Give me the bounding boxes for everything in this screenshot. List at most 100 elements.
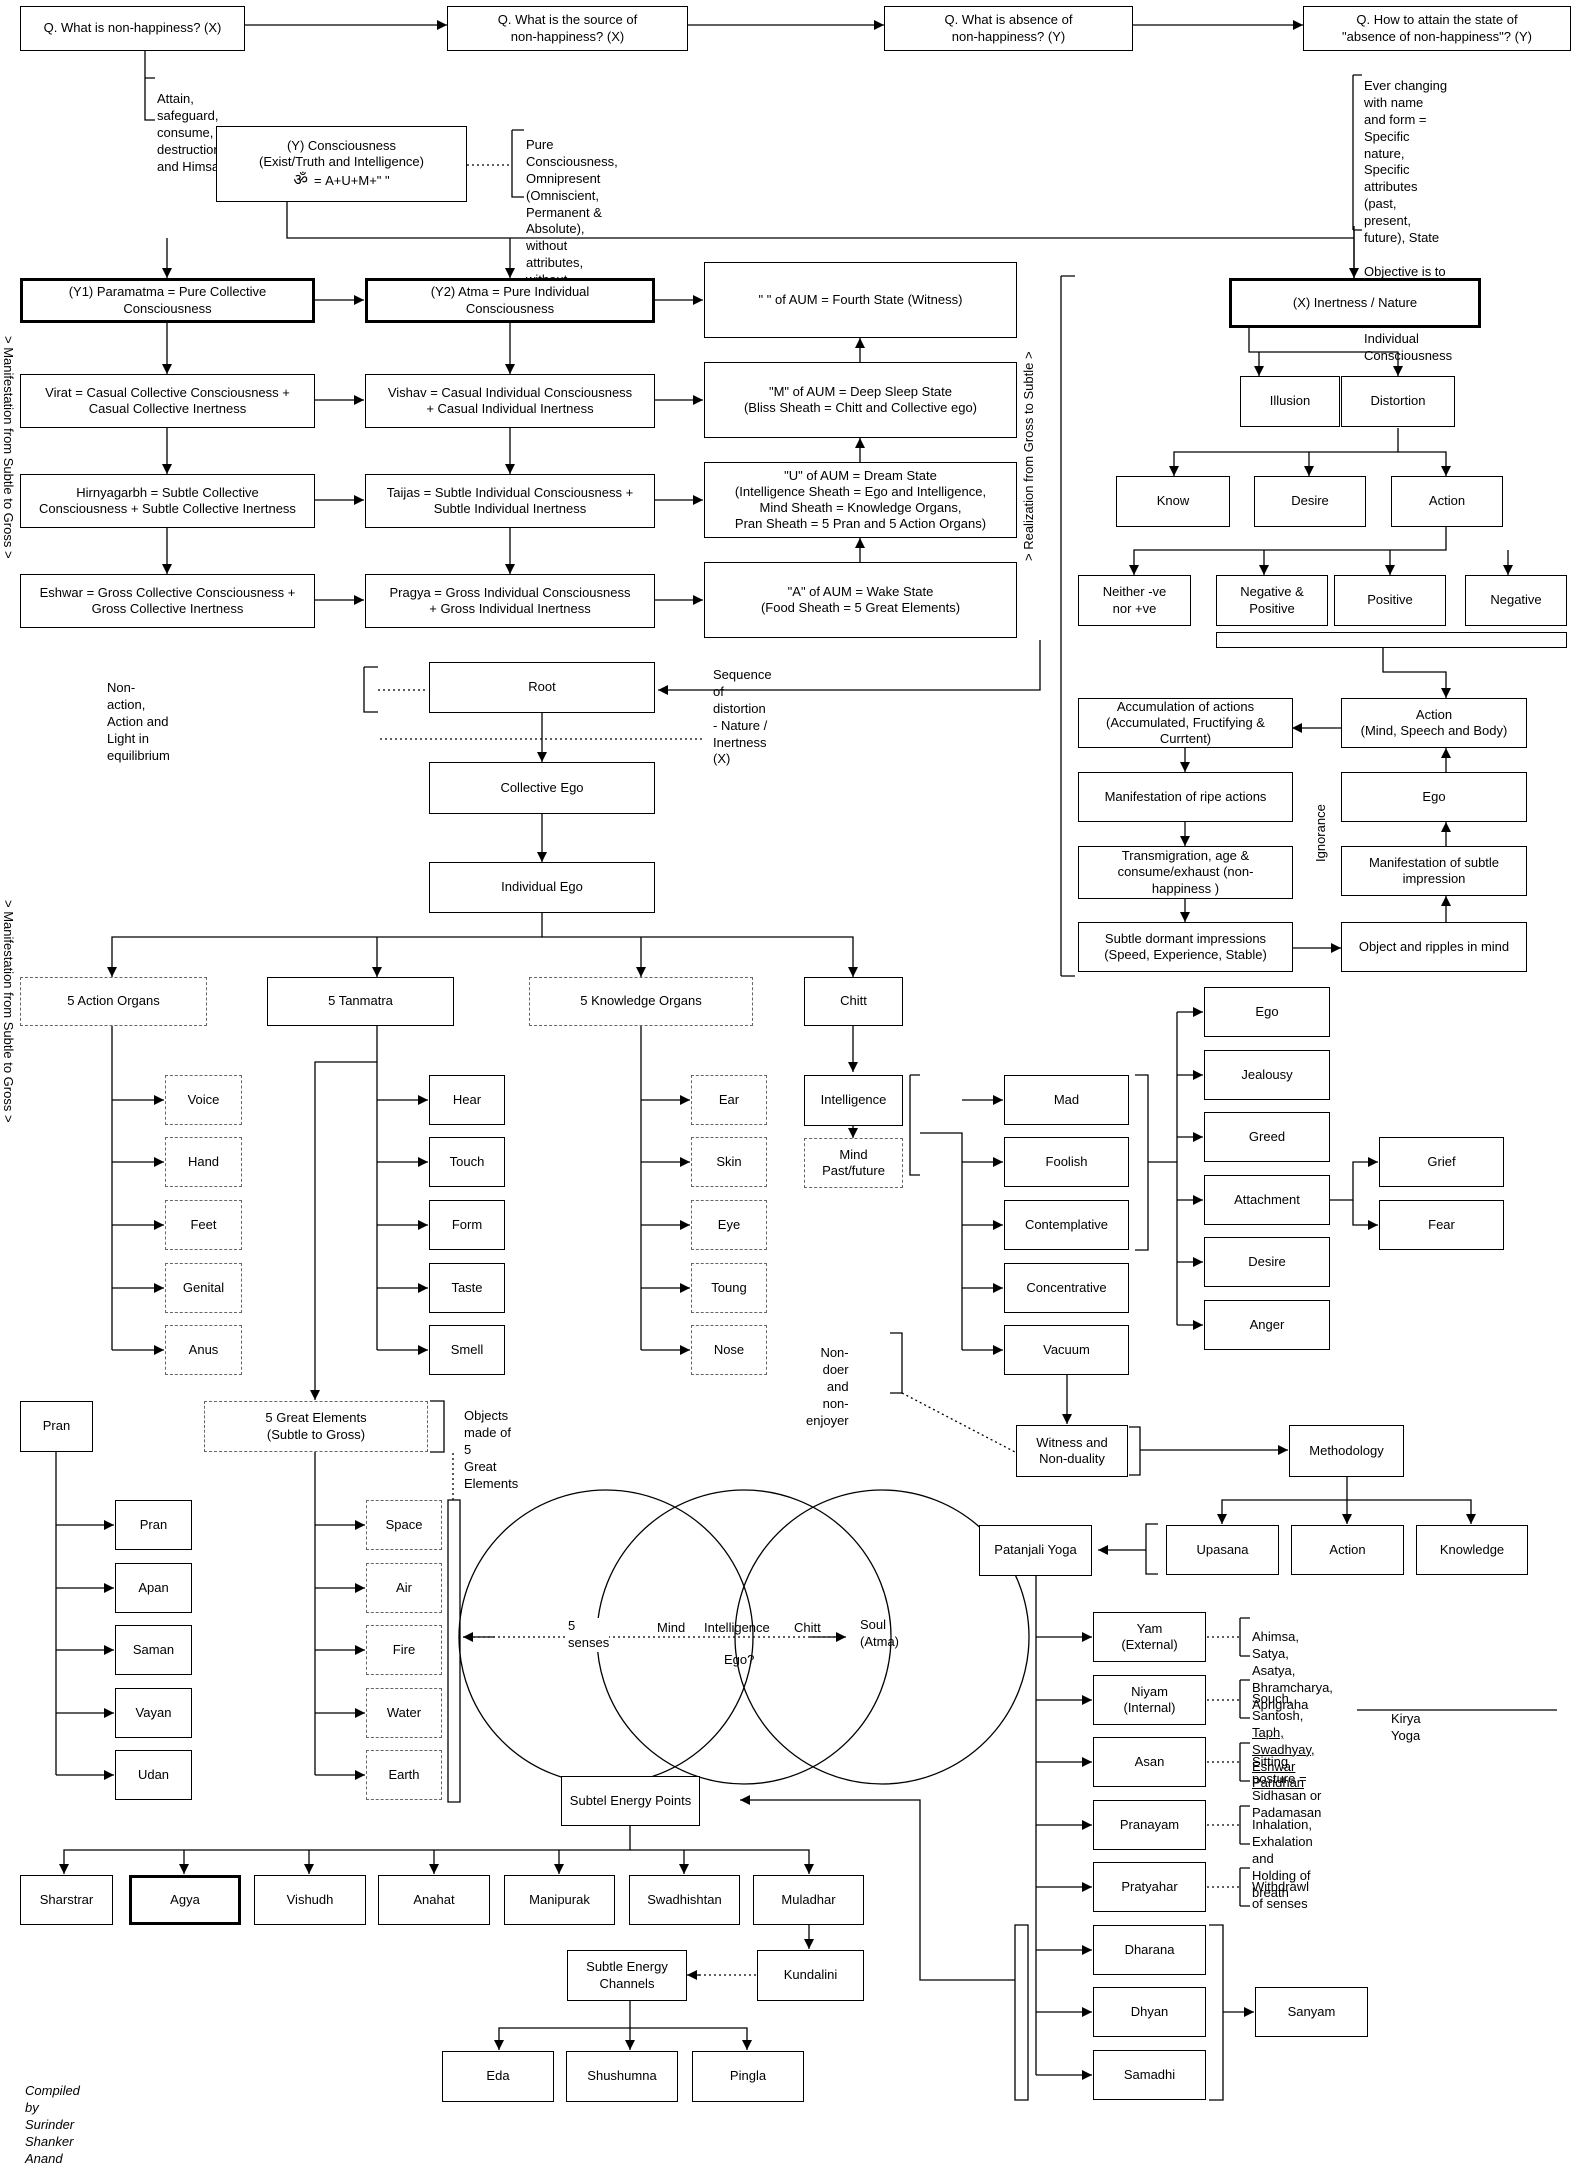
negative-box: Negative <box>1465 575 1567 626</box>
root-box: Root <box>429 662 655 713</box>
aum-formula: ॐ= A+U+M+" " <box>293 170 389 190</box>
element-water: Water <box>366 1688 442 1738</box>
taijas-box: Taijas = Subtle Individual Consciousness… <box>365 474 655 528</box>
om-icon: ॐ <box>293 170 308 190</box>
tanmatra-touch: Touch <box>429 1137 505 1187</box>
knowledge-toung: Toung <box>691 1263 767 1313</box>
karma-ego-box: Ego <box>1341 772 1527 822</box>
question-absence: Q. What is absence of non-happiness? (Y) <box>884 6 1133 51</box>
element-air: Air <box>366 1563 442 1613</box>
energy-anahat: Anahat <box>378 1875 490 1925</box>
know-box: Know <box>1116 476 1230 527</box>
atma-box: (Y2) Atma = Pure Individual Consciousnes… <box>365 278 655 323</box>
yoga-niyam: Niyam (Internal) <box>1093 1675 1206 1725</box>
label-manifestation-top: > Manifestation from Subtle to Gross > <box>1 336 16 559</box>
label-ignorance: Ignorance <box>1313 804 1328 862</box>
hirnyagarbh-box: Hirnyagarbh = Subtle Collective Consciou… <box>20 474 315 528</box>
collective-ego-box: Collective Ego <box>429 762 655 814</box>
venn-chitt: Chitt <box>794 1620 821 1635</box>
aum-a-box: "A" of AUM = Wake State (Food Sheath = 5… <box>704 562 1017 638</box>
venn-senses: 5 senses <box>568 1618 610 1652</box>
affliction-attachment: Attachment <box>1204 1175 1330 1225</box>
channel-eda: Eda <box>442 2051 554 2102</box>
energy-agya: Agya <box>129 1875 241 1925</box>
chitt-box: Chitt <box>804 977 903 1026</box>
positive-box: Positive <box>1334 575 1446 626</box>
energy-points-box: Subtel Energy Points <box>561 1776 700 1826</box>
question-non-happiness: Q. What is non-happiness? (X) <box>20 6 245 51</box>
consciousness-title: (Y) Consciousness (Exist/Truth and Intel… <box>259 137 424 169</box>
organ-voice: Voice <box>165 1075 242 1125</box>
energy-swadhishtan: Swadhishtan <box>629 1875 740 1925</box>
grief-box: Grief <box>1379 1137 1504 1187</box>
illusion-box: Illusion <box>1240 376 1340 427</box>
note-ahimsa: Ahimsa, Satya, Asatya, Bhramcharya, Apri… <box>1252 1629 1333 1712</box>
aum-m-box: "M" of AUM = Deep Sleep State (Bliss She… <box>704 362 1017 438</box>
knowledge-skin: Skin <box>691 1137 767 1187</box>
tanmatra-taste: Taste <box>429 1263 505 1313</box>
channel-pingla: Pingla <box>692 2051 804 2102</box>
yoga-dharana: Dharana <box>1093 1925 1206 1975</box>
organ-genital: Genital <box>165 1263 242 1313</box>
state-contemplative: Contemplative <box>1004 1200 1129 1250</box>
affliction-ego: Ego <box>1204 987 1330 1037</box>
note-niyam: Souch, Santosh, Taph, Swadhyay, Eshwar P… <box>1252 1691 1315 1792</box>
dormant-impressions-box: Subtle dormant impressions (Speed, Exper… <box>1078 922 1293 972</box>
footer-credit: Compiled by Surinder Shanker Anand <box>25 2083 80 2166</box>
vishav-box: Vishav = Casual Individual Consciousness… <box>365 374 655 428</box>
tanmatra-box: 5 Tanmatra <box>267 977 454 1026</box>
yoga-pratyahar: Pratyahar <box>1093 1862 1206 1912</box>
yoga-samadhi: Samadhi <box>1093 2050 1206 2100</box>
pragya-box: Pragya = Gross Individual Consciousness … <box>365 574 655 628</box>
yoga-pranayam: Pranayam <box>1093 1800 1206 1850</box>
virat-box: Virat = Casual Collective Consciousness … <box>20 374 315 428</box>
note-kriya: Taph, Swadhyay, Eshwar Paridhan <box>1252 1724 1315 1791</box>
knowledge-organs-box: 5 Knowledge Organs <box>529 977 753 1026</box>
desire-box: Desire <box>1254 476 1366 527</box>
fear-box: Fear <box>1379 1200 1504 1250</box>
pran-vayan: Vayan <box>115 1688 192 1738</box>
action-box: Action <box>1391 476 1503 527</box>
element-fire: Fire <box>366 1625 442 1675</box>
pran-apan: Apan <box>115 1563 192 1613</box>
eshwar-box: Eshwar = Gross Collective Consciousness … <box>20 574 315 628</box>
accumulation-box: Accumulation of actions (Accumulated, Fr… <box>1078 698 1293 748</box>
note-objects-made: Objects made of 5 Great Elements <box>464 1408 519 1491</box>
affliction-anger: Anger <box>1204 1300 1330 1350</box>
yoga-dhyan: Dhyan <box>1093 1987 1206 2037</box>
energy-channels-box: Subtle Energy Channels <box>567 1950 687 2001</box>
pran-pran: Pran <box>115 1500 192 1550</box>
methodology-box: Methodology <box>1289 1425 1404 1477</box>
aum-u-box: "U" of AUM = Dream State (Intelligence S… <box>704 462 1017 538</box>
state-foolish: Foolish <box>1004 1137 1129 1187</box>
question-source: Q. What is the source of non-happiness? … <box>447 6 688 51</box>
note-non-doer: Non-doer and non-enjoyer <box>806 1345 849 1428</box>
organ-feet: Feet <box>165 1200 242 1250</box>
note-inhalation: Inhalation, Exhalation and Holding of br… <box>1252 1817 1313 1900</box>
neither-box: Neither -ve nor +ve <box>1078 575 1191 626</box>
upasana-box: Upasana <box>1166 1525 1279 1575</box>
action-organs-box: 5 Action Organs <box>20 977 207 1026</box>
note-kirya-yoga: Kirya Yoga <box>1391 1711 1421 1743</box>
manifestation-ripe-box: Manifestation of ripe actions <box>1078 772 1293 822</box>
channel-shushumna: Shushumna <box>566 2051 678 2102</box>
venn-intelligence: Intelligence <box>704 1620 770 1635</box>
kundalini-box: Kundalini <box>757 1950 864 2001</box>
object-ripples-box: Object and ripples in mind <box>1341 922 1527 972</box>
venn-mind: Mind <box>657 1620 686 1635</box>
energy-muladhar: Muladhar <box>753 1875 864 1925</box>
tanmatra-form: Form <box>429 1200 505 1250</box>
affliction-desire: Desire <box>1204 1237 1330 1287</box>
intelligence-box: Intelligence <box>804 1075 903 1126</box>
element-space: Space <box>366 1500 442 1550</box>
state-concentrative: Concentrative <box>1004 1263 1129 1313</box>
distortion-box: Distortion <box>1341 376 1455 427</box>
knowledge-eye: Eye <box>691 1200 767 1250</box>
paramatma-box: (Y1) Paramatma = Pure Collective Conscio… <box>20 278 315 323</box>
results-bar <box>1216 632 1567 648</box>
great-elements-box: 5 Great Elements (Subtle to Gross) <box>204 1401 428 1452</box>
affliction-greed: Greed <box>1204 1112 1330 1162</box>
note-sitting: Sitting posture = Sidhasan or Padamasan <box>1252 1754 1322 1820</box>
manifestation-subtle-box: Manifestation of subtle impression <box>1341 846 1527 896</box>
method-knowledge-box: Knowledge <box>1416 1525 1528 1575</box>
